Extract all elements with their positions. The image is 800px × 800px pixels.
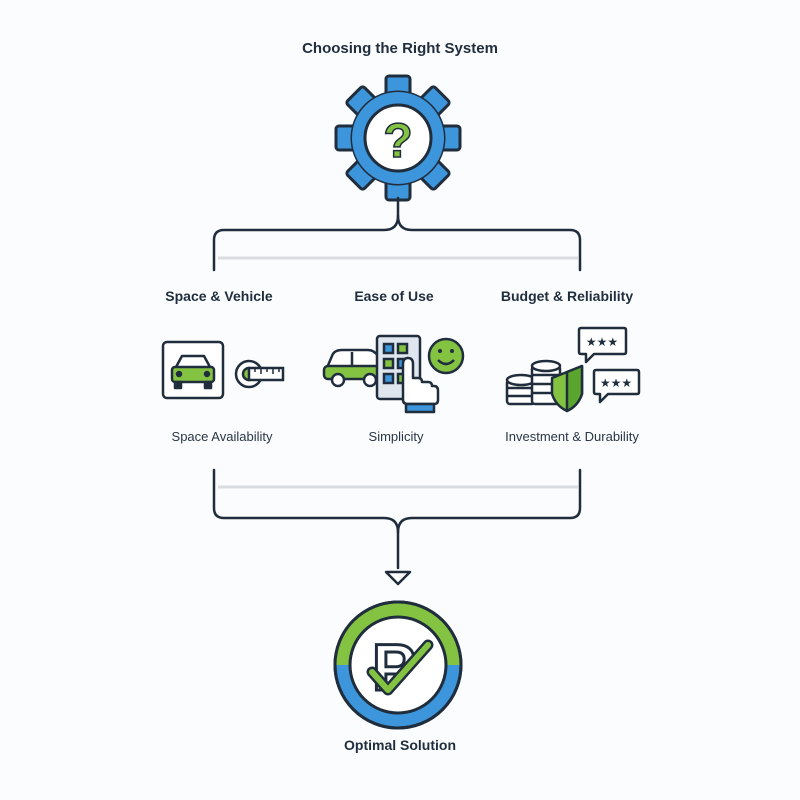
tape-measure-icon <box>234 359 285 389</box>
shield-check-icon <box>550 364 584 413</box>
arrow-down-icon <box>384 570 412 586</box>
gear-question-icon: ? <box>334 74 462 202</box>
svg-text:★★★: ★★★ <box>600 376 632 390</box>
bottom-connector <box>212 468 582 570</box>
coin-stack-icon <box>505 359 562 406</box>
diagram-title: Choosing the Right System <box>302 40 498 57</box>
caption-investment-durability: Investment & Durability <box>505 429 639 444</box>
parking-letter: P <box>372 630 416 704</box>
column-heading-space-vehicle: Space & Vehicle <box>165 288 273 304</box>
question-mark: ? <box>383 115 412 168</box>
smiley-icon <box>427 337 465 375</box>
star-review-icon: ★★★ ★★★ <box>577 326 641 404</box>
car-icon <box>161 340 225 400</box>
column-heading-ease-of-use: Ease of Use <box>354 288 434 304</box>
svg-text:★★★: ★★★ <box>586 335 618 349</box>
outcome-label: Optimal Solution <box>344 737 456 753</box>
hand-pointer-icon <box>401 356 440 414</box>
caption-space-availability: Space Availability <box>171 429 273 444</box>
car-side-icon <box>322 348 386 388</box>
caption-simplicity: Simplicity <box>368 429 424 444</box>
column-heading-budget-reliability: Budget & Reliability <box>500 288 634 304</box>
parking-check-icon: P <box>333 600 463 730</box>
top-connector <box>212 196 582 272</box>
